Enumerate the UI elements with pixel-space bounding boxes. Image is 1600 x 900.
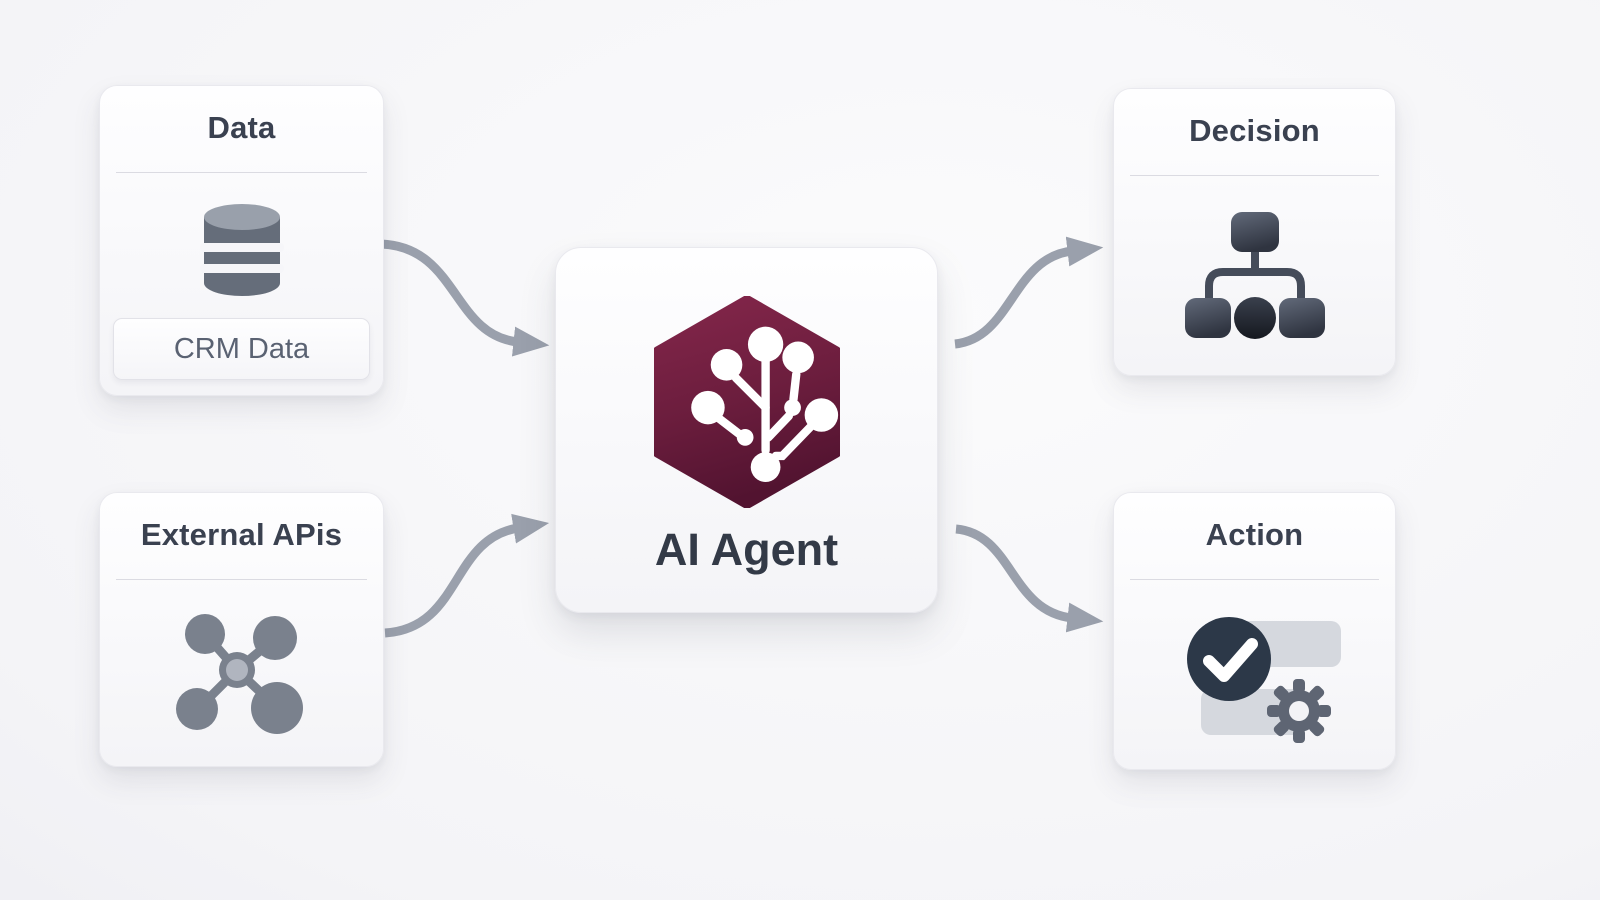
network-hub-icon <box>175 613 303 734</box>
divider <box>1130 579 1379 580</box>
external-apis-card-title: External APis <box>140 517 343 552</box>
database-icon <box>199 204 284 296</box>
org-chart-icon <box>1184 211 1325 339</box>
node-external-apis-card: External APis <box>99 492 384 767</box>
node-decision-card: Decision <box>1113 88 1396 376</box>
divider <box>116 579 367 580</box>
edge-external-apis-to-ai-agent <box>384 513 550 638</box>
decision-card-title: Decision <box>1189 113 1320 148</box>
node-action-card: Action <box>1113 492 1396 770</box>
action-icon-area <box>1114 580 1395 769</box>
data-icon-area <box>100 173 383 395</box>
edge-ai-agent-to-action <box>955 524 1104 633</box>
external-apis-icon-area <box>100 580 383 766</box>
node-ai-agent-card: AI Agent <box>555 247 938 613</box>
crm-data-chip: CRM Data <box>113 318 370 380</box>
ai-agent-card-title: AI Agent <box>654 524 839 575</box>
divider <box>116 172 367 173</box>
node-data-card: Data CRM Data <box>99 85 384 396</box>
checkmark-circle-icon <box>1186 616 1271 701</box>
gear-icon <box>1266 678 1331 743</box>
data-card-title: Data <box>207 110 276 145</box>
edge-data-to-ai-agent <box>380 239 550 357</box>
divider <box>1130 175 1379 176</box>
edge-ai-agent-to-decision <box>954 236 1104 349</box>
check-gear-icon <box>1186 616 1341 743</box>
decision-icon-area <box>1114 176 1395 375</box>
action-card-title: Action <box>1205 517 1304 552</box>
crm-data-label: CRM Data <box>173 332 310 365</box>
ai-agent-icon-area <box>652 295 841 509</box>
hexagon-branch-tree-icon <box>652 295 841 509</box>
